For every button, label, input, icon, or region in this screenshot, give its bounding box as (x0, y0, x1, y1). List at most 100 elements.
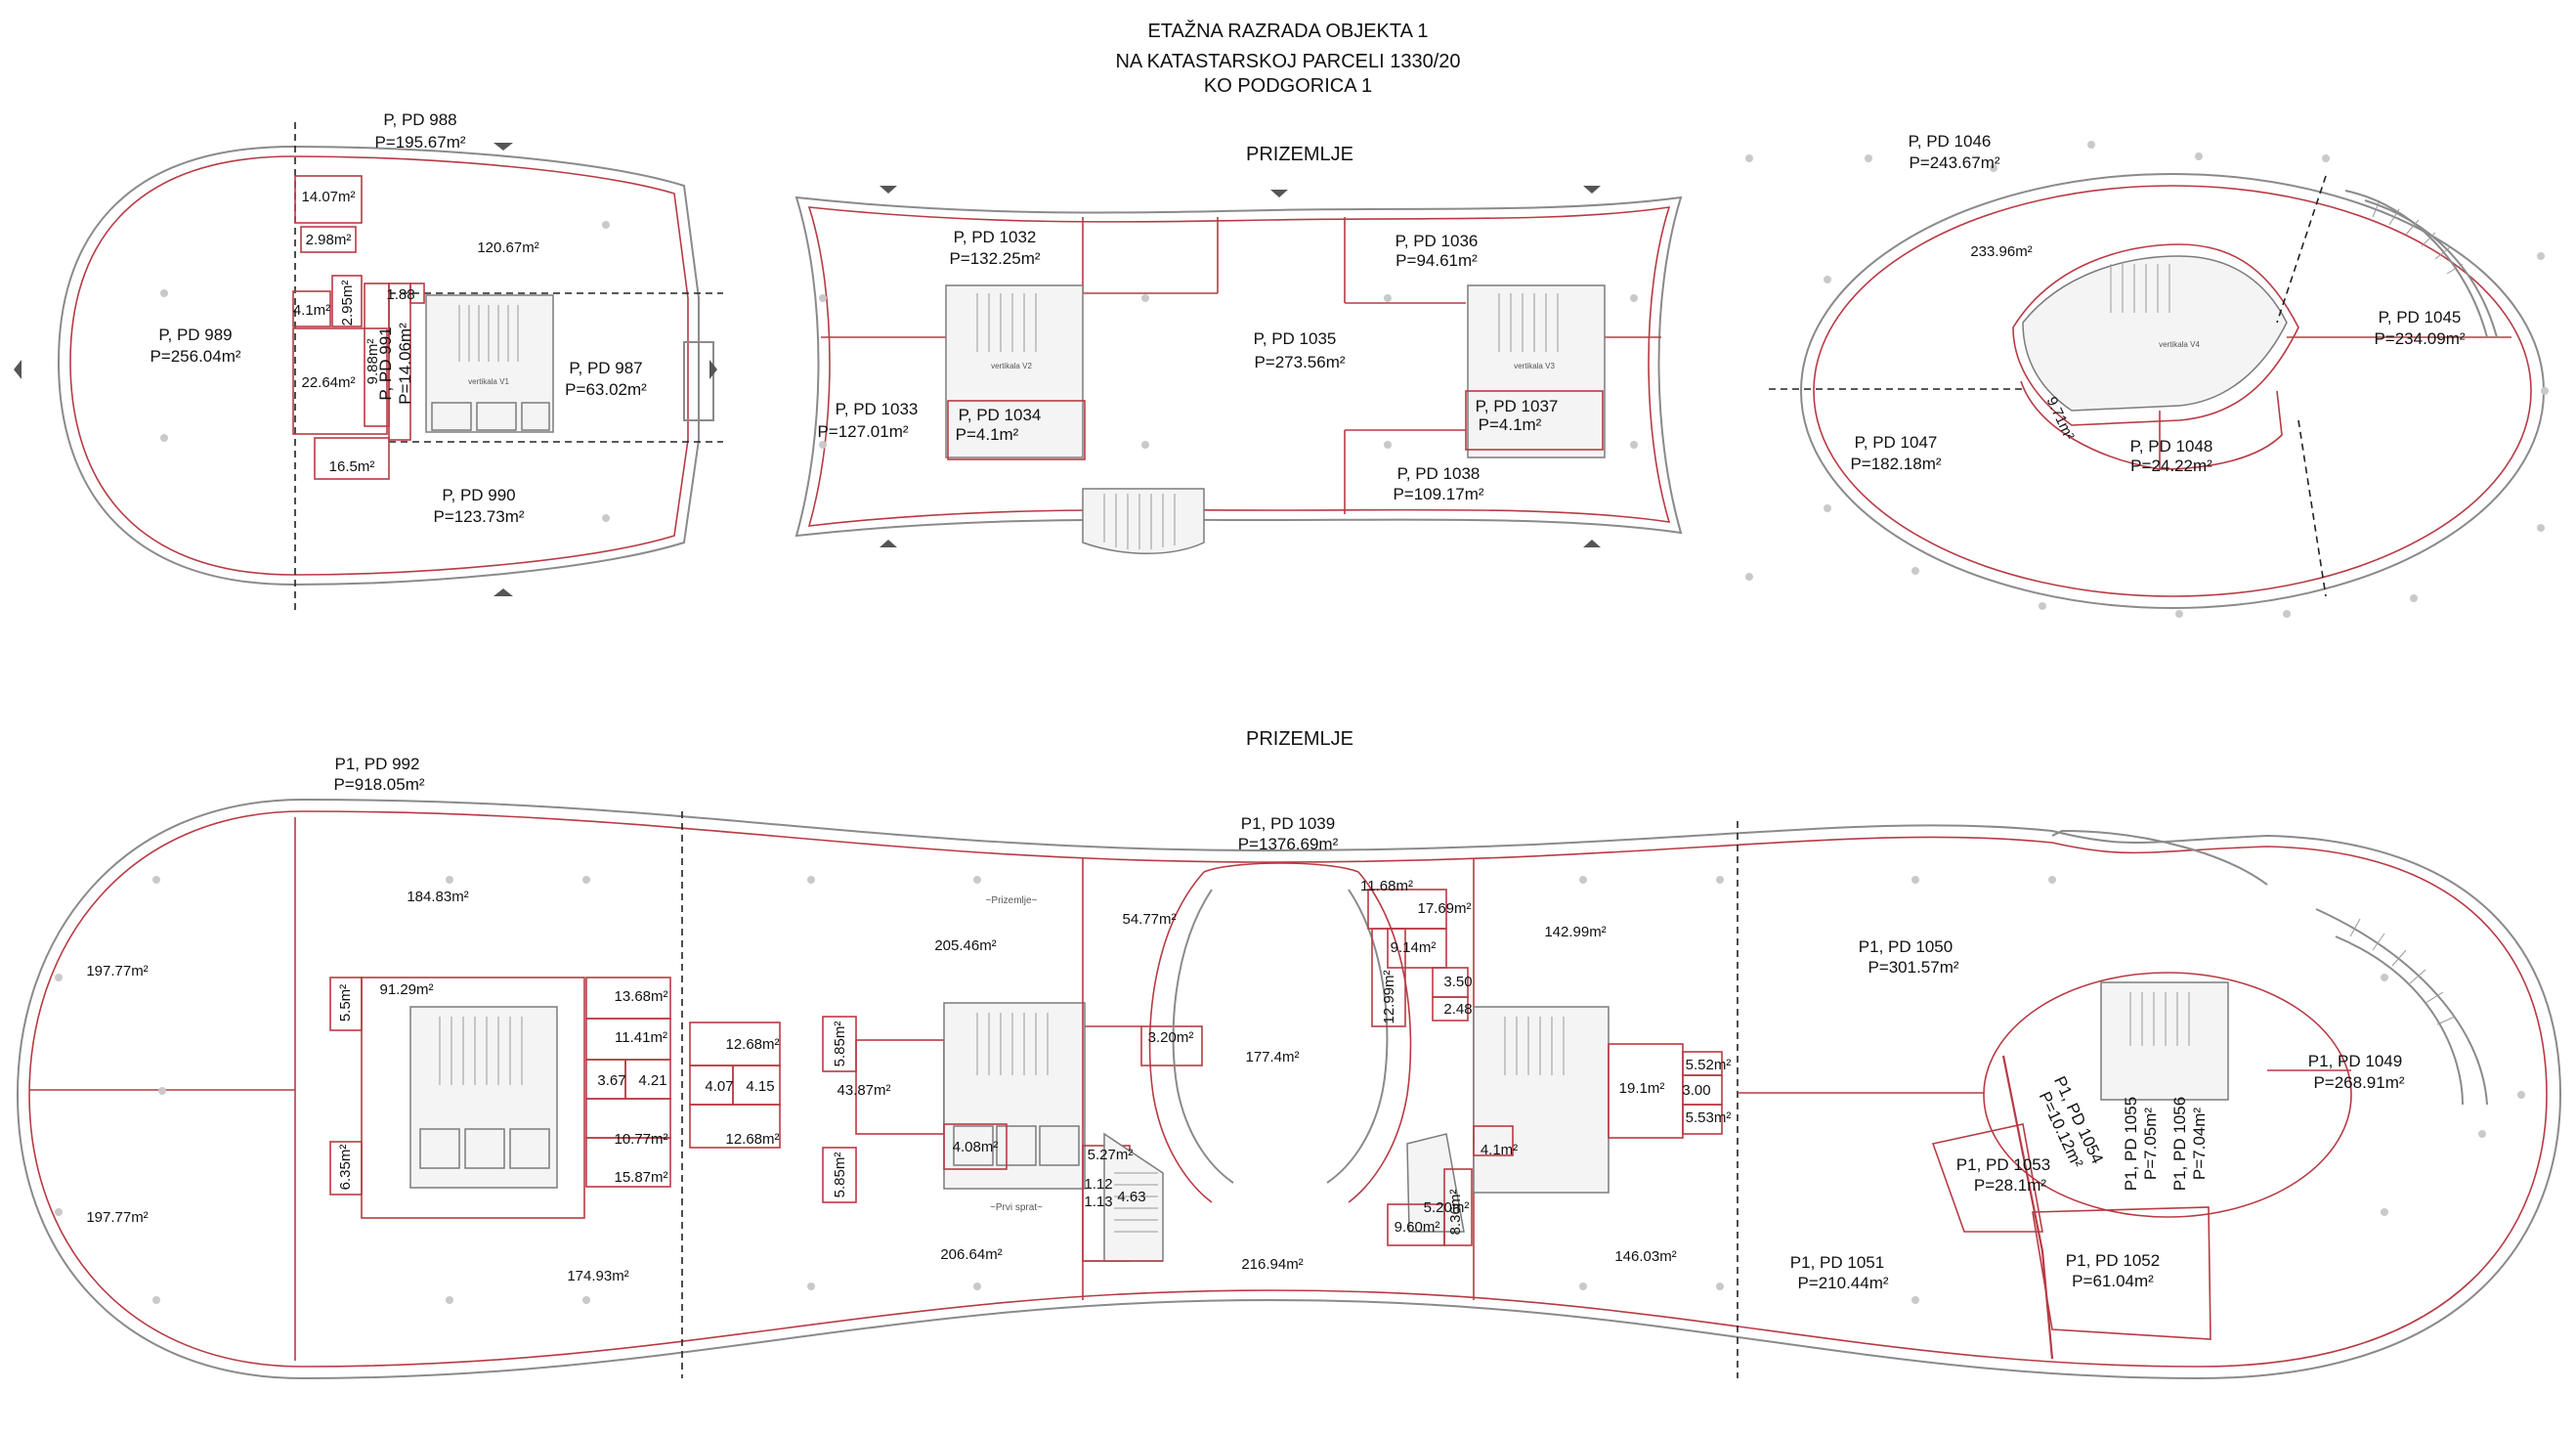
room-area: 146.03m² (1614, 1248, 1676, 1265)
room-area: 11.41m² (615, 1029, 667, 1046)
room-area: 6.35m² (337, 1145, 354, 1191)
east-marker-icon (709, 360, 717, 379)
room-area: 216.94m² (1241, 1256, 1303, 1273)
unit-pd1050-area: P=301.57m² (1868, 958, 1958, 977)
room-area: 17.69m² (1417, 900, 1471, 917)
unit-pd989-area: P=256.04m² (150, 347, 240, 366)
unit-pd988-area: P=195.67m² (374, 133, 465, 152)
room-area: 9.60m² (1395, 1219, 1440, 1236)
unit-pd1050-name: P1, PD 1050 (1859, 937, 1953, 956)
unit-pd1045-name: P, PD 1045 (2379, 308, 2462, 326)
unit-pd1033-area: P=127.01m² (817, 422, 908, 441)
room-area: 5.5m² (337, 984, 354, 1022)
room-area: 4.1m² (293, 302, 330, 319)
unit-pd1052-name: P1, PD 1052 (2066, 1251, 2160, 1270)
room-area: 3.67 (597, 1072, 625, 1089)
section-label-top: PRIZEMLJE (1246, 144, 1353, 165)
room-area: 5.85m² (832, 1152, 848, 1198)
unit-pd1038-area: P=109.17m² (1393, 485, 1483, 503)
room-area: 5.85m² (832, 1022, 848, 1067)
room-area: 12.99m² (1381, 970, 1397, 1023)
room-area: 206.64m² (940, 1246, 1002, 1263)
room-area: 3.20m² (1148, 1029, 1194, 1046)
core-label-v2: vertikala V2 (991, 362, 1032, 370)
room-area: 4.08m² (953, 1139, 999, 1155)
core-label-v3: vertikala V3 (1514, 362, 1555, 370)
unit-pd1032-name: P, PD 1032 (954, 228, 1037, 246)
unit-pd1034-name: P, PD 1034 (959, 406, 1042, 424)
unit-pd987-name: P, PD 987 (569, 359, 642, 377)
unit-pd987-area: P=63.02m² (565, 380, 647, 399)
room-area: 43.87m² (837, 1082, 890, 1099)
room-area: 4.07 (705, 1078, 733, 1095)
room-area: 2.48 (1443, 1001, 1472, 1018)
building-top-left: vertikala V1 P, PD 988 P=195.67m² P, PD … (14, 110, 723, 611)
unit-pd990-name: P, PD 990 (442, 486, 515, 504)
room-area: 3.50 (1443, 974, 1472, 990)
room-area: 9.14m² (1391, 939, 1437, 956)
room-area: 4.21 (638, 1072, 666, 1089)
unit-pd1039-name: P1, PD 1039 (1241, 814, 1335, 833)
unit-pd1037-area: P=4.1m² (1479, 415, 1542, 434)
columns (55, 876, 2525, 1304)
room-area: 4.63 (1117, 1189, 1145, 1205)
room-area: 9.88m² (365, 339, 381, 385)
unit-pd992-area: P=918.05m² (333, 775, 424, 794)
note-prizemlje: ~Prizemlje~ (986, 895, 1038, 906)
room-area: 5.53m² (1686, 1109, 1732, 1126)
unit-pd1039-area: P=1376.69m² (1238, 835, 1339, 853)
section-label-bottom: PRIZEMLJE (1246, 728, 1353, 750)
room-area: 13.68m² (614, 988, 667, 1005)
unit-pd989-name: P, PD 989 (158, 326, 232, 344)
unit-pd1033-name: P, PD 1033 (836, 400, 919, 418)
core-label-v1: vertikala V1 (468, 377, 509, 386)
building-top-right: vertikala V4 P, PD 1046 P=243.67m² 233.9… (1745, 132, 2549, 618)
unit-pd1034-area: P=4.1m² (956, 425, 1019, 444)
title-line-2: NA KATASTARSKOJ PARCELI 1330/20 (1115, 51, 1460, 72)
room-area: 10.77m² (614, 1131, 667, 1148)
room-area: 142.99m² (1544, 924, 1606, 940)
room-area: 5.52m² (1686, 1057, 1732, 1073)
room-area: 11.68m² (1360, 878, 1413, 894)
building-bottom: P1, PD 992 P=918.05m² P1, PD 1039 P=1376… (16, 755, 2562, 1380)
unit-pd1051-area: P=210.44m² (1797, 1274, 1888, 1292)
unit-pd1045-area: P=234.09m² (2374, 329, 2465, 348)
room-area: 5.20m² (1424, 1199, 1470, 1216)
unit-pd1049-name: P1, PD 1049 (2308, 1052, 2402, 1070)
room-area: 91.29m² (379, 981, 433, 998)
unit-pd1056-area: P=7.04m² (2190, 1108, 2209, 1181)
unit-pd1035-area: P=273.56m² (1254, 353, 1345, 371)
unit-pd1036-area: P=94.61m² (1395, 251, 1478, 270)
unit-pd1046-name: P, PD 1046 (1909, 132, 1992, 151)
unit-pd1032-area: P=132.25m² (949, 249, 1040, 268)
south-marker-icon (494, 588, 513, 596)
unit-pd1046-area: P=243.67m² (1909, 153, 1999, 172)
room-area: 19.1m² (1619, 1080, 1665, 1097)
unit-pd1037-name: P, PD 1037 (1476, 397, 1559, 415)
core-label-v4: vertikala V4 (2159, 340, 2200, 349)
room-area: 174.93m² (567, 1268, 628, 1284)
unit-pd988-name: P, PD 988 (383, 110, 456, 129)
north-marker-icon (494, 143, 513, 151)
unit-pd1052-area: P=61.04m² (2072, 1272, 2154, 1290)
unit-pd991-area: P=14.06m² (396, 323, 414, 405)
title-line-1: ETAŽNA RAZRADA OBJEKTA 1 (1147, 20, 1428, 42)
room-area: 197.77m² (86, 963, 148, 979)
unit-pd1035-name: P, PD 1035 (1254, 329, 1337, 348)
room-area: 5.27m² (1088, 1147, 1134, 1163)
room-area: 233.96m² (1970, 243, 2032, 260)
room-area: 1.88 (386, 286, 414, 303)
unit-pd1038-name: P, PD 1038 (1397, 464, 1481, 483)
unit-pd1048-name: P, PD 1048 (2130, 437, 2213, 456)
unit-pd1049-area: P=268.91m² (2313, 1073, 2404, 1092)
room-area: 22.64m² (301, 374, 355, 391)
unit-pd1051-name: P1, PD 1051 (1790, 1253, 1884, 1272)
unit-pd1053-name: P1, PD 1053 (1956, 1155, 2050, 1174)
room-area: 54.77m² (1122, 911, 1176, 928)
room-area: 15.87m² (614, 1169, 667, 1186)
drawing-title: ETAŽNA RAZRADA OBJEKTA 1 NA KATASTARSKOJ… (1115, 20, 1460, 97)
room-area: 8.36m² (1447, 1190, 1464, 1236)
unit-pd992-name: P1, PD 992 (335, 755, 420, 773)
unit-pd1048-area: P=24.22m² (2130, 457, 2212, 475)
